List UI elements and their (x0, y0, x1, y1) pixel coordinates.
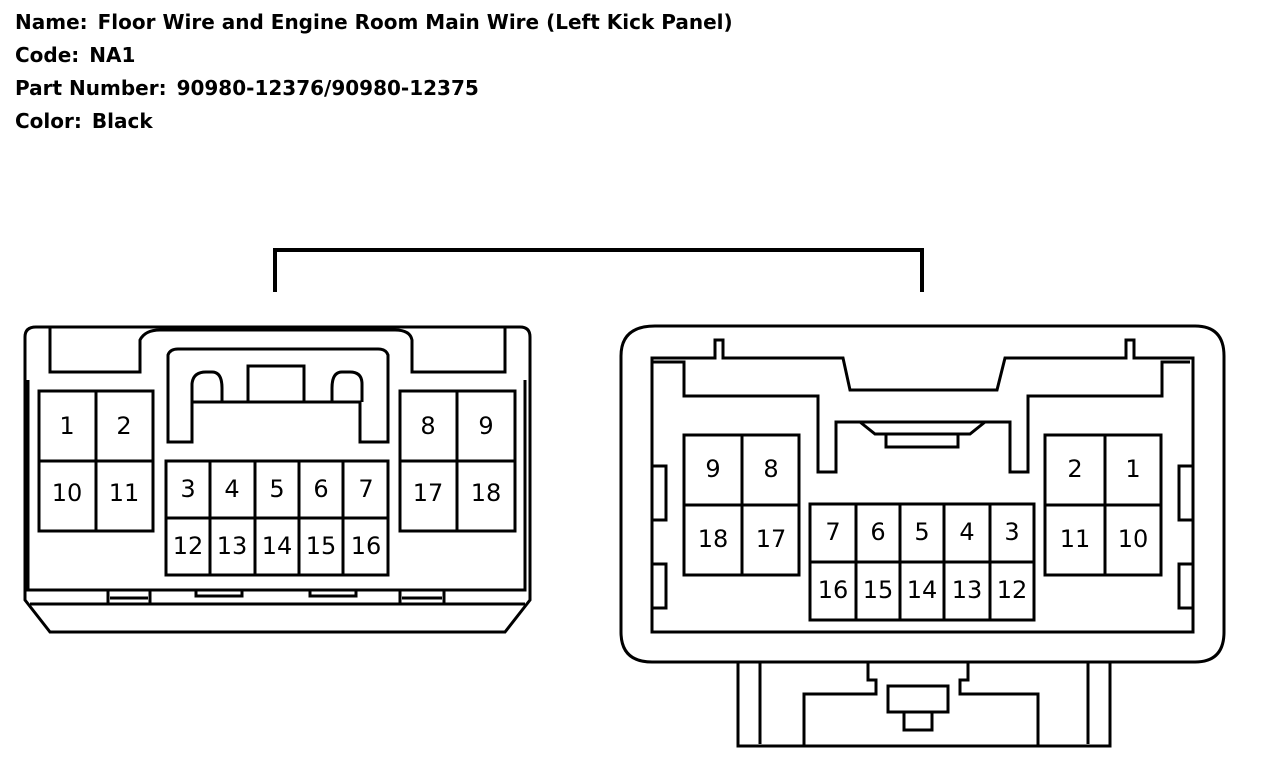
left-pin-5: 5 (269, 475, 284, 503)
left-latch-hook-left (190, 370, 224, 402)
right-pin-8: 8 (763, 455, 778, 483)
left-pin-block-center (164, 459, 390, 577)
right-connector-body (619, 324, 1226, 664)
right-pin-block-center (808, 502, 1036, 622)
right-pin-4: 4 (959, 518, 974, 546)
right-pin-16: 16 (818, 576, 849, 604)
left-pin-17: 17 (413, 479, 444, 507)
left-bottom-keys (30, 590, 525, 606)
left-pin-block-right (398, 389, 517, 533)
right-latch (859, 420, 986, 436)
right-pin-3: 3 (1004, 518, 1019, 546)
left-pin-12: 12 (173, 532, 204, 560)
view-bracket (273, 248, 924, 292)
right-pin-2: 2 (1067, 455, 1082, 483)
left-pin-13: 13 (217, 532, 248, 560)
left-pin-14: 14 (262, 532, 293, 560)
left-pin-10: 10 (52, 479, 83, 507)
right-pin-7: 7 (825, 518, 840, 546)
code-label: Code: (15, 43, 80, 67)
right-connector (619, 324, 1226, 748)
left-pin-11: 11 (109, 479, 140, 507)
left-pin-block-left (37, 389, 155, 533)
left-connector-body (23, 325, 532, 634)
right-side-slots (650, 464, 1195, 610)
right-pin-14: 14 (907, 576, 938, 604)
part-number-value: 90980-12376/90980-12375 (176, 76, 479, 100)
left-pin-8: 8 (420, 412, 435, 440)
code-value: NA1 (89, 43, 136, 67)
left-pin-6: 6 (313, 475, 328, 503)
right-pin-6: 6 (870, 518, 885, 546)
left-pin-16: 16 (351, 532, 382, 560)
right-pin-1: 1 (1125, 455, 1140, 483)
right-latch-tab (884, 434, 960, 449)
left-pin-3: 3 (180, 475, 195, 503)
right-lock-housing (736, 662, 1112, 748)
left-pin-9: 9 (478, 412, 493, 440)
left-connector-inner-wall (26, 380, 527, 592)
code-row: Code: NA1 (15, 39, 733, 72)
right-inner-lines-left (652, 360, 1190, 474)
left-pin-15: 15 (306, 532, 337, 560)
right-pin-13: 13 (952, 576, 983, 604)
right-pin-15: 15 (863, 576, 894, 604)
right-pin-block-right (1043, 433, 1163, 577)
connector-info: Name: Floor Wire and Engine Room Main Wir… (15, 6, 733, 138)
color-label: Color: (15, 109, 82, 133)
name-row: Name: Floor Wire and Engine Room Main Wir… (15, 6, 733, 39)
left-pin-2: 2 (116, 412, 131, 440)
right-pin-5: 5 (914, 518, 929, 546)
right-connector-inner-frame (650, 338, 1195, 634)
right-pin-block-left (682, 433, 801, 577)
left-pin-1: 1 (59, 412, 74, 440)
part-number-row: Part Number: 90980-12376/90980-12375 (15, 72, 733, 105)
left-pin-18: 18 (471, 479, 502, 507)
right-pin-18: 18 (698, 525, 729, 553)
left-pin-4: 4 (224, 475, 239, 503)
name-value: Floor Wire and Engine Room Main Wire (Le… (97, 10, 733, 34)
right-pin-12: 12 (997, 576, 1028, 604)
color-row: Color: Black (15, 105, 733, 138)
right-pin-9: 9 (705, 455, 720, 483)
left-latch (166, 347, 390, 444)
left-pin-7: 7 (358, 475, 373, 503)
right-pin-11: 11 (1060, 525, 1091, 553)
part-number-label: Part Number: (15, 76, 167, 100)
color-value: Black (91, 109, 153, 133)
right-pin-17: 17 (756, 525, 787, 553)
left-connector (23, 325, 532, 634)
left-latch-tab (246, 364, 306, 402)
left-latch-hook-right (330, 370, 364, 402)
left-connector-inner-frame (48, 327, 507, 374)
name-label: Name: (15, 10, 88, 34)
right-pin-10: 10 (1118, 525, 1149, 553)
